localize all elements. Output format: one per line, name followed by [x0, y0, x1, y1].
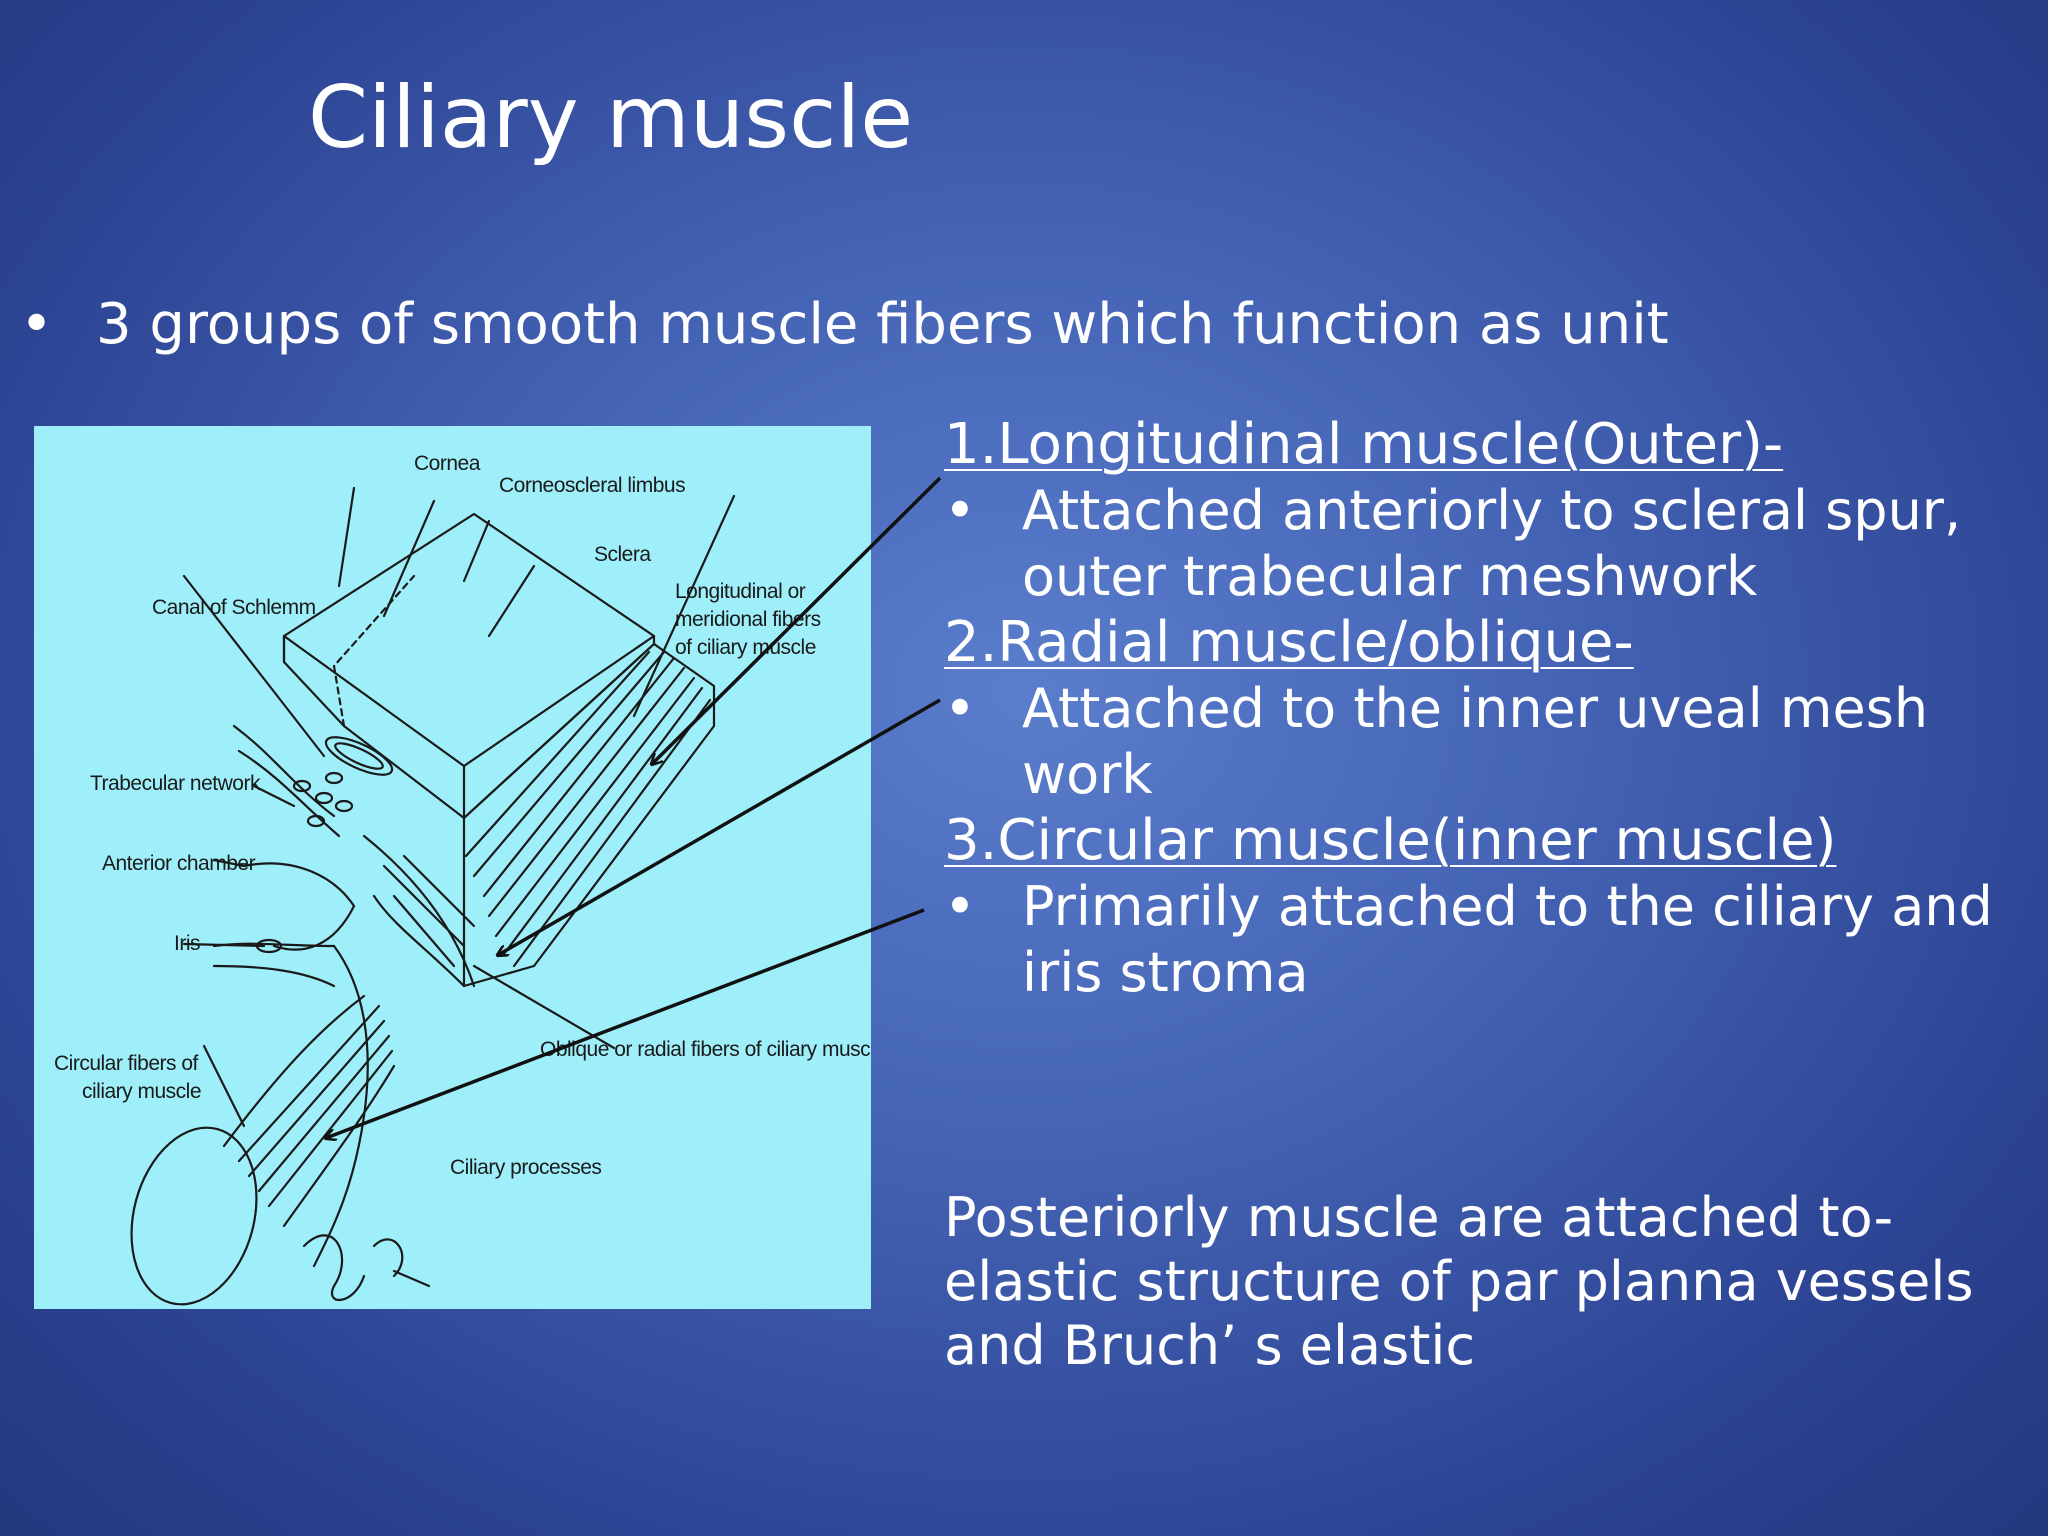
bullet-dot: • — [944, 479, 976, 542]
label-iris: Iris — [174, 932, 200, 955]
intro-text: 3 groups of smooth muscle fibers which f… — [96, 292, 1669, 357]
label-processes: Ciliary processes — [450, 1156, 601, 1179]
group-longitudinal: 1.Longitudinal muscle(Outer)- • Attached… — [944, 412, 2044, 610]
group-heading: 3.Circular muscle(inner muscle) — [944, 808, 1837, 873]
label-oblique: Oblique or radial fibers of ciliary musc… — [540, 1038, 871, 1061]
label-circular-1: Circular fibers of — [54, 1052, 199, 1075]
bullet-dot: • — [944, 875, 976, 938]
label-canal: Canal of Schlemm — [152, 596, 316, 619]
muscle-groups: 1.Longitudinal muscle(Outer)- • Attached… — [944, 412, 2044, 1006]
label-anterior-chamber: Anterior chamber — [102, 852, 256, 875]
posterior-attachment-note: Posteriorly muscle are attached to- elas… — [944, 1186, 1974, 1377]
label-longitudinal-2: meridional fibers — [675, 608, 821, 631]
group-bullet: • Primarily attached to the ciliary and … — [944, 874, 2044, 1006]
diagram-drawing: Cornea Corneoscleral limbus Sclera Canal… — [54, 452, 871, 1306]
group-bullet: • Attached to the inner uveal mesh work — [944, 676, 2044, 808]
group-text: Attached anteriorly to scleral spur, out… — [1022, 479, 1962, 608]
group-heading: 1.Longitudinal muscle(Outer)- — [944, 412, 1784, 477]
group-radial: 2.Radial muscle/oblique- • Attached to t… — [944, 610, 2044, 808]
group-text: Primarily attached to the ciliary and ir… — [1022, 875, 1993, 1004]
group-bullet: • Attached anteriorly to scleral spur, o… — [944, 478, 2044, 610]
label-limbus: Corneoscleral limbus — [499, 474, 685, 497]
group-circular: 3.Circular muscle(inner muscle) • Primar… — [944, 808, 2044, 1006]
ciliary-muscle-diagram: Cornea Corneoscleral limbus Sclera Canal… — [34, 426, 871, 1309]
label-longitudinal-3: of ciliary muscle — [675, 636, 816, 659]
bullet-dot: • — [944, 677, 976, 740]
bullet-dot: • — [20, 292, 54, 357]
slide-title: Ciliary muscle — [308, 68, 914, 168]
group-text: Attached to the inner uveal mesh work — [1022, 677, 1929, 806]
label-longitudinal-1: Longitudinal or — [675, 580, 806, 603]
label-sclera: Sclera — [594, 543, 651, 566]
label-trabecular: Trabecular network — [90, 772, 261, 795]
group-heading: 2.Radial muscle/oblique- — [944, 610, 1634, 675]
label-circular-2: ciliary muscle — [82, 1080, 201, 1103]
label-cornea: Cornea — [414, 452, 481, 475]
